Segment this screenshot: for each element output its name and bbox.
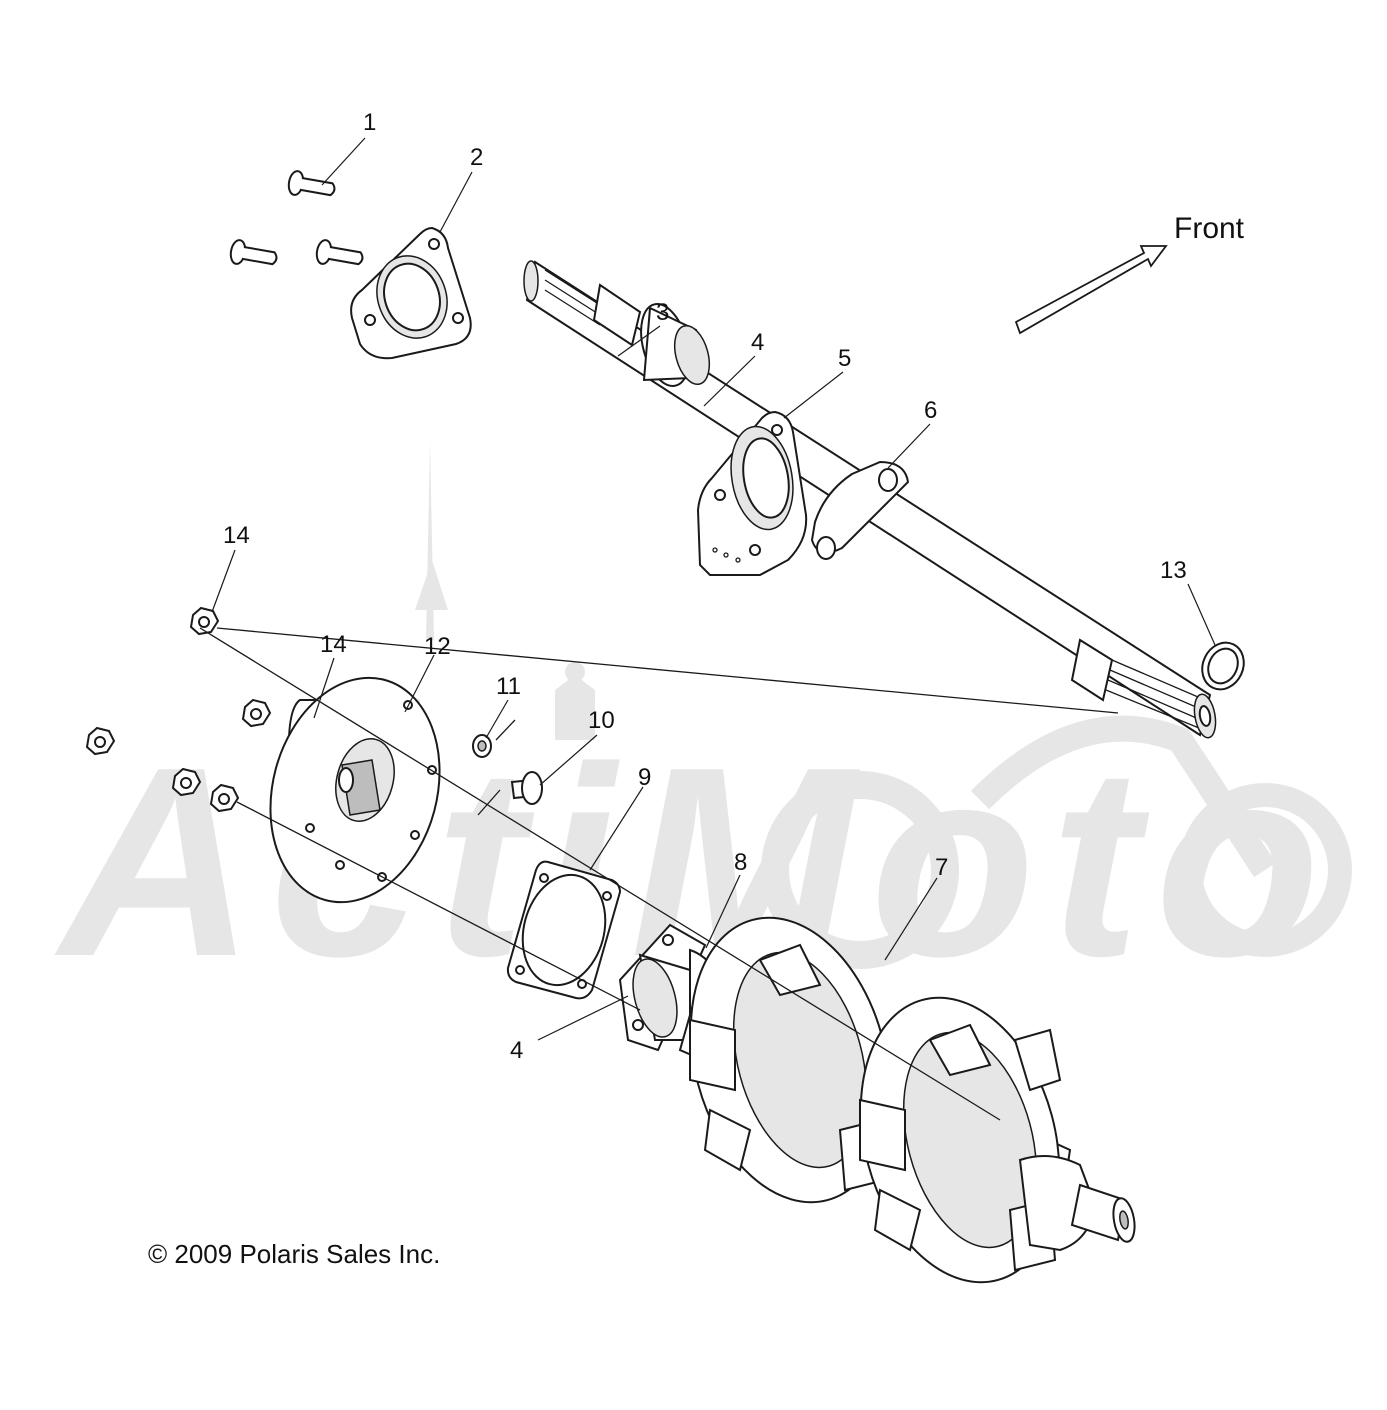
copyright-notice: © 2009 Polaris Sales Inc. [148, 1239, 440, 1269]
part-5-bearing-plate [696, 410, 808, 576]
part-7-drive-sprocket [632, 916, 1136, 1284]
callout-4-upper: 4 [751, 329, 764, 356]
callout-labels: 1 2 3 4 5 6 7 8 9 10 11 12 13 14 14 4 [223, 109, 1187, 1064]
callout-3: 3 [656, 299, 669, 326]
bolt-icon [229, 239, 278, 266]
part-4-bearing-upper [640, 303, 711, 387]
callout-14-lower: 14 [320, 631, 347, 658]
callout-9: 9 [638, 764, 651, 791]
callout-leaders [211, 137, 1216, 1041]
callout-8: 8 [734, 849, 747, 876]
sprocket-wheel-2 [859, 996, 1062, 1284]
front-arrow-icon [1014, 245, 1168, 335]
part-13-ring [1201, 641, 1245, 691]
callout-10: 10 [588, 707, 615, 734]
callout-13: 13 [1160, 557, 1187, 584]
part-1-bolts [229, 170, 364, 266]
callout-14-upper: 14 [223, 522, 250, 549]
alignment-lines [199, 627, 1119, 1121]
bolt-icon [315, 239, 364, 266]
callout-6: 6 [924, 397, 937, 424]
shaft-splines [1105, 659, 1206, 729]
part-9-gasket [506, 860, 622, 1000]
part-11-washer [472, 734, 492, 758]
front-direction-indicator: Front [1014, 212, 1245, 335]
part-10-pin [510, 771, 543, 805]
part-6-flange [810, 460, 910, 560]
callout-12: 12 [424, 633, 451, 660]
part-12-hub-disc [269, 676, 441, 904]
bolt-icon [287, 170, 336, 197]
front-label: Front [1174, 212, 1245, 245]
part-2-bearing-flange [350, 226, 472, 360]
callout-11: 11 [496, 673, 521, 700]
callout-5: 5 [838, 345, 851, 372]
callout-4-lower: 4 [510, 1037, 523, 1064]
callout-7: 7 [935, 854, 948, 881]
callout-2: 2 [470, 144, 483, 171]
callout-1: 1 [363, 109, 376, 136]
